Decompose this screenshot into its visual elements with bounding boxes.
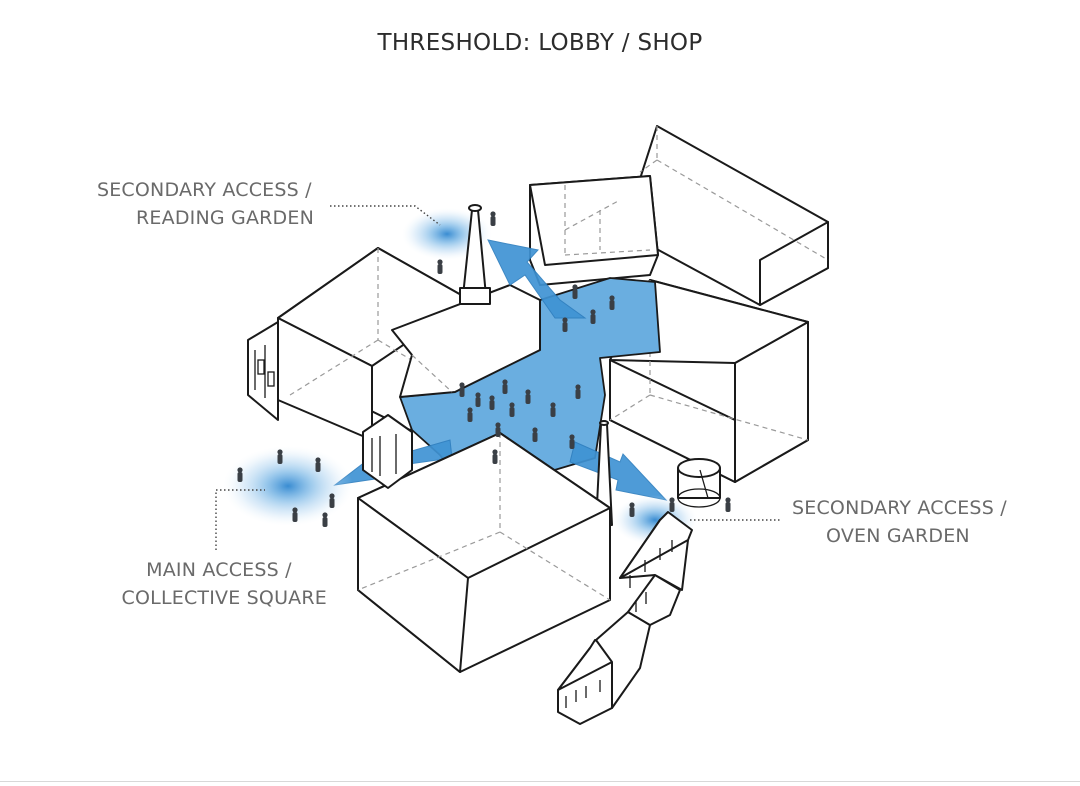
arrow-to-oven-garden — [569, 441, 668, 501]
main-access-glow — [223, 446, 353, 526]
building-south — [357, 432, 611, 673]
leader-main-access — [215, 489, 265, 550]
building-north — [529, 175, 659, 286]
label-reading-garden-line2: READING GARDEN — [136, 207, 314, 229]
label-reading-garden: SECONDARY ACCESS / READING GARDEN — [97, 179, 318, 229]
chimney-north — [459, 204, 491, 305]
leader-reading-garden — [330, 205, 441, 226]
leader-lines — [215, 205, 780, 550]
label-oven-garden-line1: SECONDARY ACCESS / — [792, 497, 1007, 519]
label-main-access-line2: COLLECTIVE SQUARE — [122, 587, 327, 609]
label-main-access-line1: MAIN ACCESS / — [146, 559, 292, 581]
pavilion-west — [362, 414, 413, 489]
label-main-access: MAIN ACCESS / COLLECTIVE SQUARE — [122, 559, 327, 609]
label-oven-garden: SECONDARY ACCESS / OVEN GARDEN — [792, 497, 1013, 547]
people — [237, 211, 731, 527]
building-northeast — [629, 125, 829, 306]
diagram-title: THRESHOLD: LOBBY / SHOP — [376, 30, 702, 56]
label-oven-garden-line2: OVEN GARDEN — [826, 525, 970, 547]
row-houses — [557, 511, 693, 725]
bottom-divider — [0, 781, 1080, 782]
building-east — [609, 279, 809, 483]
oven-cylinder — [677, 458, 721, 508]
label-reading-garden-line1: SECONDARY ACCESS / — [97, 179, 312, 201]
building-center — [391, 284, 541, 398]
